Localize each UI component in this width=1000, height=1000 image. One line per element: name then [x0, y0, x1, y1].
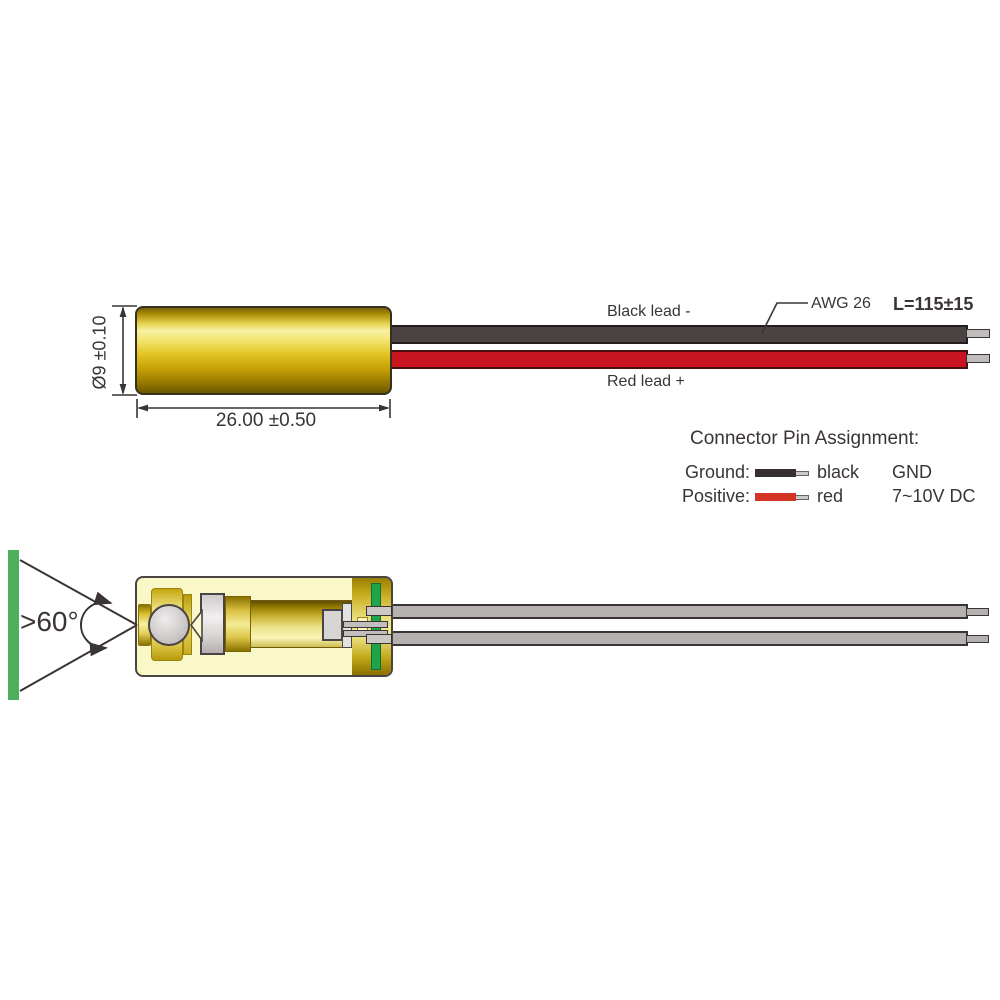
black-lead-stripped-tip — [966, 329, 990, 338]
diameter-dimension-lines — [112, 305, 137, 396]
barrel-collar — [225, 596, 251, 652]
pin-assignment-title: Connector Pin Assignment: — [690, 428, 920, 449]
angle-arc-arrow — [79, 591, 113, 657]
solder-clamp-lower — [366, 634, 392, 644]
pin-row-ground-color: black — [817, 462, 860, 482]
red-lead-label: Red lead + — [607, 373, 685, 390]
red-lead-wire — [388, 350, 968, 369]
diameter-dimension-label: Ø9 ±0.10 — [89, 315, 110, 390]
red-wire-swatch-tip — [795, 494, 809, 500]
upper-lead-tip — [966, 607, 989, 616]
projection-screen-bar — [8, 550, 19, 700]
red-wire-swatch-icon — [755, 493, 796, 501]
ball-lens — [148, 604, 190, 646]
laser-module-body — [135, 306, 392, 395]
diode-pin-upper — [343, 621, 388, 628]
length-dimension-label: 26.00 ±0.50 — [215, 410, 317, 431]
collimating-lens — [200, 593, 225, 655]
black-lead-label: Black lead - — [607, 303, 691, 320]
solder-clamp-upper — [366, 606, 392, 616]
awg-label: AWG 26 — [811, 295, 871, 312]
black-wire-swatch-icon — [755, 469, 796, 477]
lower-lead-wire — [390, 631, 968, 646]
pin-row-positive-value: 7~10V DC — [892, 486, 976, 506]
lower-lead-tip — [966, 634, 989, 643]
lead-length-label: L=115±15 — [893, 294, 974, 314]
black-wire-swatch-tip — [795, 470, 809, 476]
pin-row-ground-label: Ground: — [684, 462, 750, 482]
red-lead-stripped-tip — [966, 354, 990, 363]
pin-row-positive-color: red — [817, 486, 844, 506]
upper-lead-wire — [390, 604, 968, 619]
black-lead-wire — [388, 325, 968, 344]
pin-row-positive-label: Positive: — [681, 486, 750, 506]
diode-pin-lower — [343, 630, 388, 637]
laser-diode-package — [322, 609, 343, 641]
pin-row-ground-value: GND — [892, 462, 932, 482]
divergence-angle-label: >60° — [20, 606, 79, 637]
